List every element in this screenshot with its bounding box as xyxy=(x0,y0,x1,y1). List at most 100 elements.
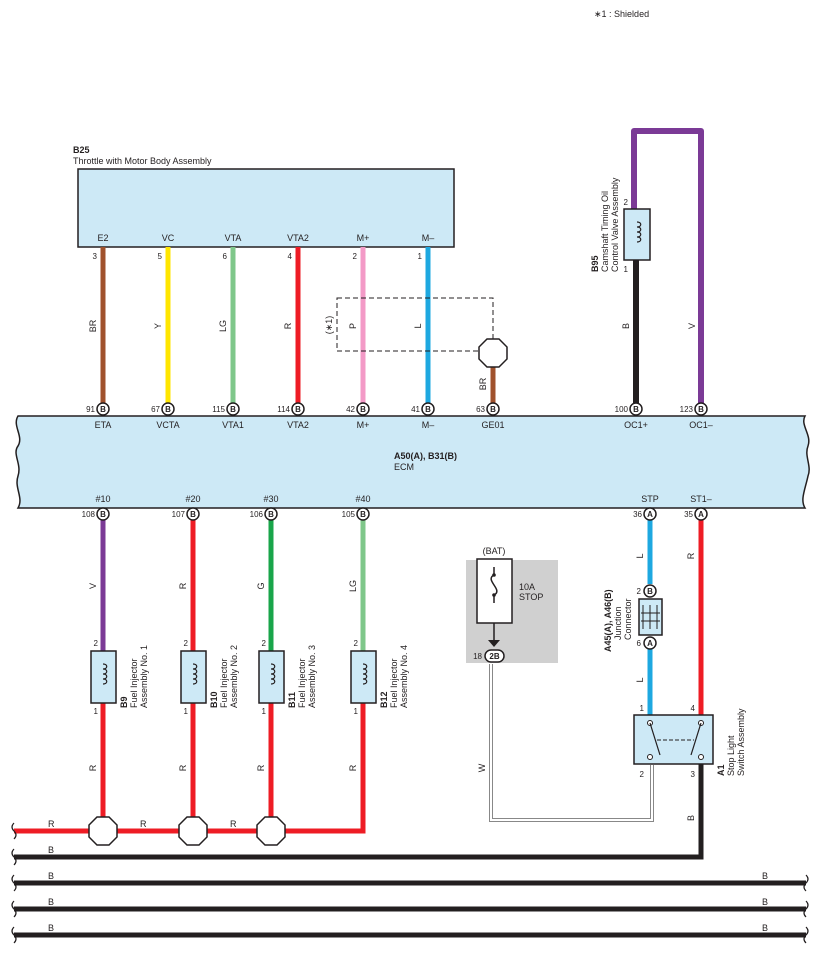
injector-name-1: Fuel Injector xyxy=(219,658,229,708)
ecm-terminal-marker xyxy=(629,402,643,416)
junction-code: A45(A), A46(B) xyxy=(603,589,613,652)
junction-name-1: Junction xyxy=(613,606,623,640)
ecm-pin: 35 xyxy=(684,510,693,519)
wire-r-inj4 xyxy=(280,703,366,834)
coil-icon xyxy=(102,663,108,685)
ecm-terminal-marker xyxy=(96,507,110,521)
wire-color-label: Y xyxy=(153,323,163,329)
b25-pin: 4 xyxy=(288,252,293,261)
ecm-terminal-marker xyxy=(694,507,708,521)
injector-pin-bottom: 1 xyxy=(184,707,189,716)
wire-color-label: B xyxy=(48,845,54,855)
injector-pin-top: 2 xyxy=(354,639,359,648)
junction-conn-top: B xyxy=(647,587,653,596)
ecm-pin: 100 xyxy=(615,405,629,414)
ecm-conn: B xyxy=(633,405,639,414)
switch-pin: 4 xyxy=(691,704,696,713)
ecm-terminal-name: ST1– xyxy=(690,494,712,504)
ecm-pin: 115 xyxy=(212,405,225,414)
ecm-pin: 123 xyxy=(680,405,694,414)
wire-color-label: P xyxy=(348,323,358,329)
b25-terminal: E2 xyxy=(97,233,108,243)
ecm-terminal-name: #10 xyxy=(95,494,110,504)
ecm-terminal-marker xyxy=(186,507,200,521)
coil-icon xyxy=(362,663,368,685)
wire-w-fuse-out xyxy=(489,664,654,822)
injector-wire-labels: V R G LG R R R R xyxy=(88,580,358,771)
wire-color-label: V xyxy=(88,583,98,589)
ecm-pin: 42 xyxy=(346,405,355,414)
wire-color-label: R xyxy=(88,764,98,771)
b25-terminal: M– xyxy=(422,233,435,243)
ecm-terminal-name: #30 xyxy=(263,494,278,504)
injector-box xyxy=(350,650,377,704)
ecm-conn: B xyxy=(698,405,704,414)
bus-labels: R R R B B B B B B B xyxy=(48,819,768,933)
shield-label: (∗1) xyxy=(324,316,334,335)
b95-pin-bottom: 1 xyxy=(624,265,629,274)
junction-name-2: Connector xyxy=(623,598,633,640)
injector-name-2: Assembly No. 2 xyxy=(229,645,239,708)
ecm-pin: 63 xyxy=(476,405,485,414)
b25-wires xyxy=(100,247,431,403)
ecm-pin: 114 xyxy=(277,405,290,414)
ecm-pin: 105 xyxy=(342,510,356,519)
ecm-conn: B xyxy=(268,510,274,519)
ecm-terminal-name: M– xyxy=(422,420,435,430)
fuse-name: STOP xyxy=(519,592,543,602)
stop-light-switch: 1 4 2 3 A1 Stop Light Switch Assembly xyxy=(633,704,746,779)
ecm-pin: 67 xyxy=(151,405,160,414)
ecm-conn: B xyxy=(490,405,496,414)
switch-name-2: Switch Assembly xyxy=(736,708,746,776)
fuse-conn-marker xyxy=(484,649,505,663)
ecm-name: ECM xyxy=(394,462,414,472)
injector-name-1: Fuel Injector xyxy=(297,658,307,708)
wire-color-label: LG xyxy=(348,580,358,592)
injector-pin-top: 2 xyxy=(184,639,189,648)
ecm-bottom-terminals: B B B B A A 108 107 106 105 36 35 #10 #2… xyxy=(82,494,712,521)
ecm-terminal-marker xyxy=(161,402,175,416)
throttle-body-box xyxy=(77,168,455,248)
switch-name-1: Stop Light xyxy=(726,735,736,776)
injector-pin-top: 2 xyxy=(94,639,99,648)
ecm-terminal-marker xyxy=(264,507,278,521)
switch-pin: 3 xyxy=(691,770,696,779)
b95-name-1: Camshaft Timing Oil xyxy=(600,191,610,272)
wire-color-label: V xyxy=(687,323,697,329)
wire-color-label: B xyxy=(48,871,54,881)
injector-code: B12 xyxy=(379,691,389,708)
wire-color-label: R xyxy=(686,552,696,559)
junction-conn-bottom: A xyxy=(647,639,653,648)
ocv-box xyxy=(623,208,651,261)
injector-code: B9 xyxy=(119,696,129,708)
b25-terminal: VTA2 xyxy=(287,233,309,243)
shield-note: ∗1 : Shielded xyxy=(594,9,649,19)
fuse-rating: 10A xyxy=(519,582,535,592)
fuse-conn: 2B xyxy=(489,652,499,661)
injector-name-1: Fuel Injector xyxy=(129,658,139,708)
wire-color-label: R xyxy=(140,819,147,829)
wire-color-label: R xyxy=(283,322,293,329)
ecm-code: A50(A), B31(B) xyxy=(394,451,457,461)
ecm-terminal-marker xyxy=(226,402,240,416)
ecm-pin: 41 xyxy=(411,405,420,414)
wire-color-label: L xyxy=(635,677,645,682)
ecm-pin: 91 xyxy=(86,405,95,414)
junction-terminal-marker xyxy=(643,636,657,650)
b25-terminals: E2 VC VTA VTA2 M+ M– 3 5 6 4 2 1 xyxy=(93,233,435,261)
splice xyxy=(88,816,118,846)
ecm-terminal-marker xyxy=(486,402,500,416)
ecm-terminal-marker xyxy=(356,402,370,416)
wire-color-label: B xyxy=(762,897,768,907)
junction-pin-top: 2 xyxy=(637,587,642,596)
injector-box xyxy=(258,650,285,704)
injector-pin-bottom: 1 xyxy=(94,707,99,716)
ecm-terminal-name: #20 xyxy=(185,494,200,504)
injector-box xyxy=(90,650,117,704)
wire-color-label: G xyxy=(256,582,266,589)
ecm-terminal-name: #40 xyxy=(355,494,370,504)
b25-terminal: M+ xyxy=(357,233,370,243)
wire-color-label: BR xyxy=(478,377,488,390)
injector-name-2: Assembly No. 3 xyxy=(307,645,317,708)
junction-terminal-marker xyxy=(643,584,657,598)
